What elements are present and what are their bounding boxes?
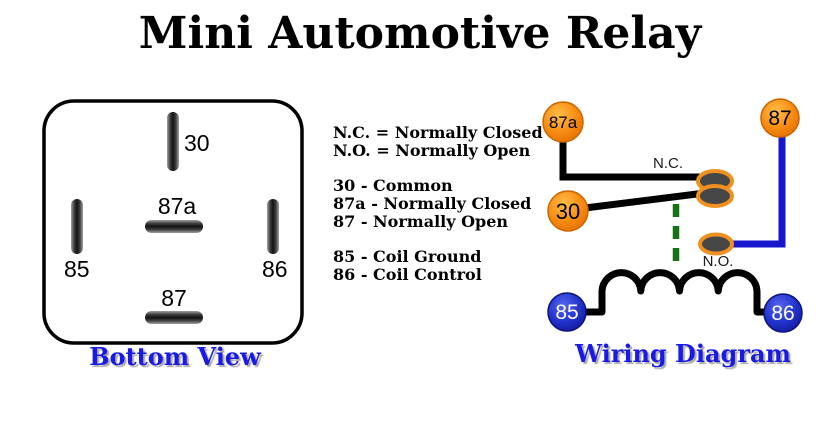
armature-contact — [696, 184, 734, 208]
page-title: Mini Automotive Relay — [138, 8, 702, 59]
terminal-30 — [547, 190, 589, 232]
pin-slot-87a — [145, 220, 203, 233]
legend-group-abbreviations: N.C. = Normally Closed N.O. = Normally O… — [333, 124, 543, 160]
terminal-87a — [542, 101, 584, 143]
pin-label-85: 85 — [64, 256, 90, 282]
terminal-87a-label: 87a — [549, 113, 578, 132]
coil-symbol — [585, 269, 765, 316]
pin-slot-85 — [71, 199, 83, 254]
pin-label-30: 30 — [184, 130, 210, 156]
legend-group-coil-pins: 85 - Coil Ground 86 - Coil Control — [333, 248, 543, 284]
nc-contact-label: N.C. — [653, 155, 683, 172]
legend-line-nc-definition: N.C. = Normally Closed — [333, 123, 543, 142]
legend-line-pin-85: 85 - Coil Ground — [333, 247, 482, 266]
legend-group-contact-pins: 30 - Common 87a - Normally Closed 87 - N… — [333, 177, 543, 231]
pin-slot-86 — [267, 199, 279, 254]
terminal-85-label: 85 — [555, 301, 578, 324]
legend: N.C. = Normally Closed N.O. = Normally O… — [333, 124, 543, 284]
legend-line-pin-86: 86 - Coil Control — [333, 265, 482, 284]
wire-87a-to-nc-contact — [559, 138, 703, 181]
wiring-diagram-caption: Wiring Diagram — [575, 339, 791, 368]
terminal-87 — [760, 98, 800, 138]
legend-line-no-definition: N.O. = Normally Open — [333, 141, 531, 160]
terminal-30-label: 30 — [556, 199, 580, 224]
pin-slot-30 — [167, 112, 179, 171]
terminal-87-label: 87 — [768, 107, 791, 130]
wiring-diagram: N.C. N.O. 87a 87 30 85 86 — [542, 98, 803, 333]
terminal-86 — [763, 293, 803, 333]
pin-label-86: 86 — [262, 256, 288, 282]
legend-line-pin-30: 30 - Common — [333, 176, 453, 195]
terminal-85 — [547, 292, 587, 332]
legend-line-pin-87: 87 - Normally Open — [333, 212, 509, 231]
legend-line-pin-87a: 87a - Normally Closed — [333, 194, 532, 213]
no-contact-label: N.O. — [703, 253, 734, 270]
wire-30-to-armature — [584, 189, 706, 212]
pin-label-87: 87 — [161, 285, 187, 311]
relay-bottom-view-diagram: 30 87a 85 86 87 — [42, 99, 304, 345]
pin-slot-87 — [145, 311, 203, 324]
terminal-86-label: 86 — [771, 302, 794, 325]
no-contact — [698, 232, 734, 256]
pin-label-87a: 87a — [158, 193, 197, 219]
bottom-view-caption: Bottom View — [89, 342, 261, 371]
wire-87-to-no-contact — [730, 135, 786, 248]
